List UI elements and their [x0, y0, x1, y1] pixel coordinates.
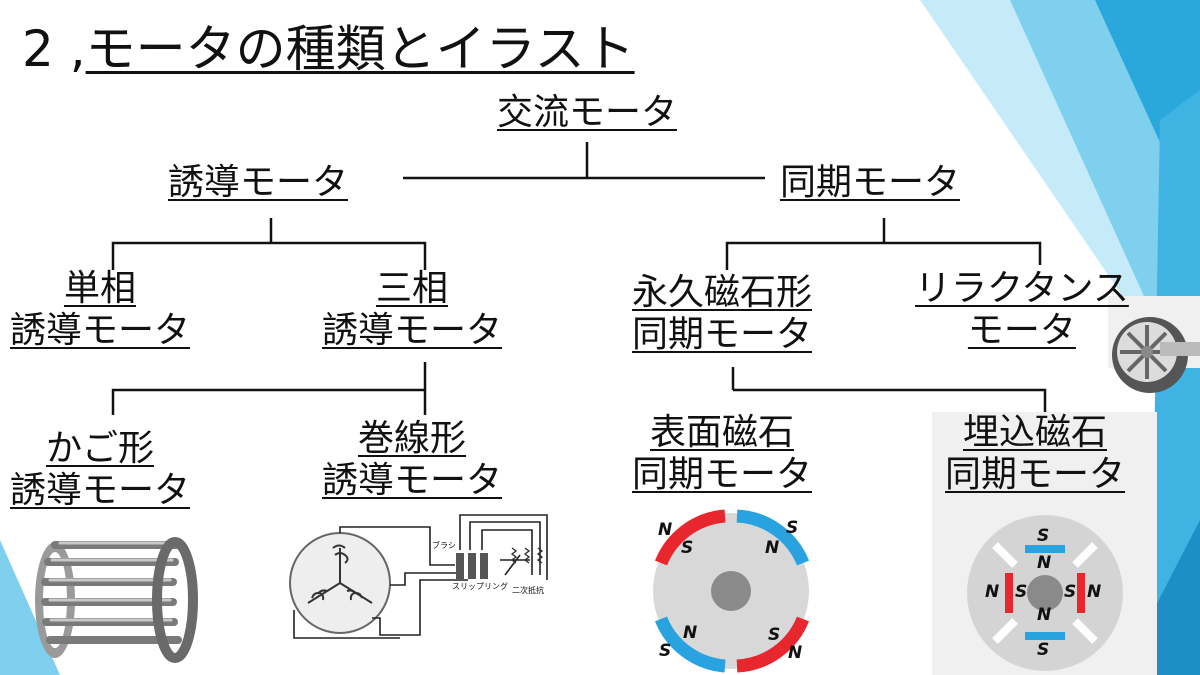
surface-magnet-line2: 同期モータ [632, 454, 813, 496]
node-wound-rotor: 巻線形 誘導モータ [322, 418, 502, 503]
node-squirrel-cage: かご形 誘導モータ [10, 428, 190, 513]
im-pole-s-bottom: S [1037, 640, 1050, 660]
squirrel-cage-line2: 誘導モータ [10, 470, 191, 512]
im-pole-n-right: N [1087, 582, 1102, 602]
sm-pole-s3: S [659, 641, 672, 661]
three-phase-line2: 誘導モータ [322, 310, 503, 352]
title-text: モータの種類とイラスト [85, 20, 635, 78]
squirrel-cage-line1: かご形 [46, 428, 155, 469]
node-single-phase: 単相 誘導モータ [10, 268, 190, 353]
interior-magnet-line1: 埋込磁石 [963, 412, 1108, 453]
page-title: 2 ,モータの種類とイラスト [22, 20, 635, 79]
node-permanent-magnet: 永久磁石形 同期モータ [632, 272, 812, 357]
reluctance-line1: リラクタンス [915, 268, 1129, 309]
im-pole-s-right: S [1064, 582, 1077, 602]
brush-label: ブラシ [432, 541, 456, 550]
wound-rotor-line1: 巻線形 [358, 418, 467, 459]
reluctance-line2: モータ [967, 310, 1076, 352]
sm-pole-n3: N [683, 623, 698, 643]
node-three-phase: 三相 誘導モータ [322, 268, 502, 353]
surface-magnet-illustration [653, 509, 810, 673]
title-number: 2 , [22, 20, 86, 78]
node-interior-magnet: 埋込磁石 同期モータ [945, 412, 1125, 497]
reluctance-illustration [1112, 317, 1200, 393]
im-pole-s-top: S [1037, 526, 1050, 546]
sm-pole-s1: S [681, 538, 694, 558]
permanent-magnet-line1: 永久磁石形 [632, 272, 813, 313]
interior-magnet-line2: 同期モータ [945, 454, 1126, 496]
surface-magnet-line1: 表面磁石 [650, 412, 795, 453]
im-pole-n-left: N [985, 582, 1000, 602]
squirrel-cage-illustration [35, 537, 198, 663]
node-induction-motor: 誘導モータ [168, 162, 349, 203]
permanent-magnet-line2: 同期モータ [632, 314, 813, 356]
node-ac-motor: 交流モータ [497, 92, 678, 133]
sm-pole-n2: N [765, 538, 780, 558]
wound-rotor-illustration [289, 514, 548, 639]
im-pole-n-bottom: N [1037, 605, 1052, 625]
sm-pole-s2: S [786, 518, 799, 538]
single-phase-line2: 誘導モータ [10, 310, 191, 352]
interior-magnet-illustration [967, 515, 1123, 671]
im-pole-s-left: S [1015, 582, 1028, 602]
im-pole-n-top: N [1037, 553, 1052, 573]
tree-connectors [111, 142, 1047, 415]
resistor-label: 二次抵抗 [512, 586, 544, 595]
single-phase-line1: 単相 [64, 268, 137, 309]
node-synchronous-motor: 同期モータ [780, 162, 961, 203]
node-reluctance: リラクタンス モータ [915, 268, 1129, 353]
slip-ring-label: スリップリング [452, 582, 508, 591]
sm-pole-n1: N [658, 520, 673, 540]
sm-pole-n4: N [788, 643, 803, 663]
sm-pole-s4: S [768, 625, 781, 645]
three-phase-line1: 三相 [376, 268, 449, 309]
node-surface-magnet: 表面磁石 同期モータ [632, 412, 812, 497]
wound-rotor-line2: 誘導モータ [322, 460, 503, 502]
